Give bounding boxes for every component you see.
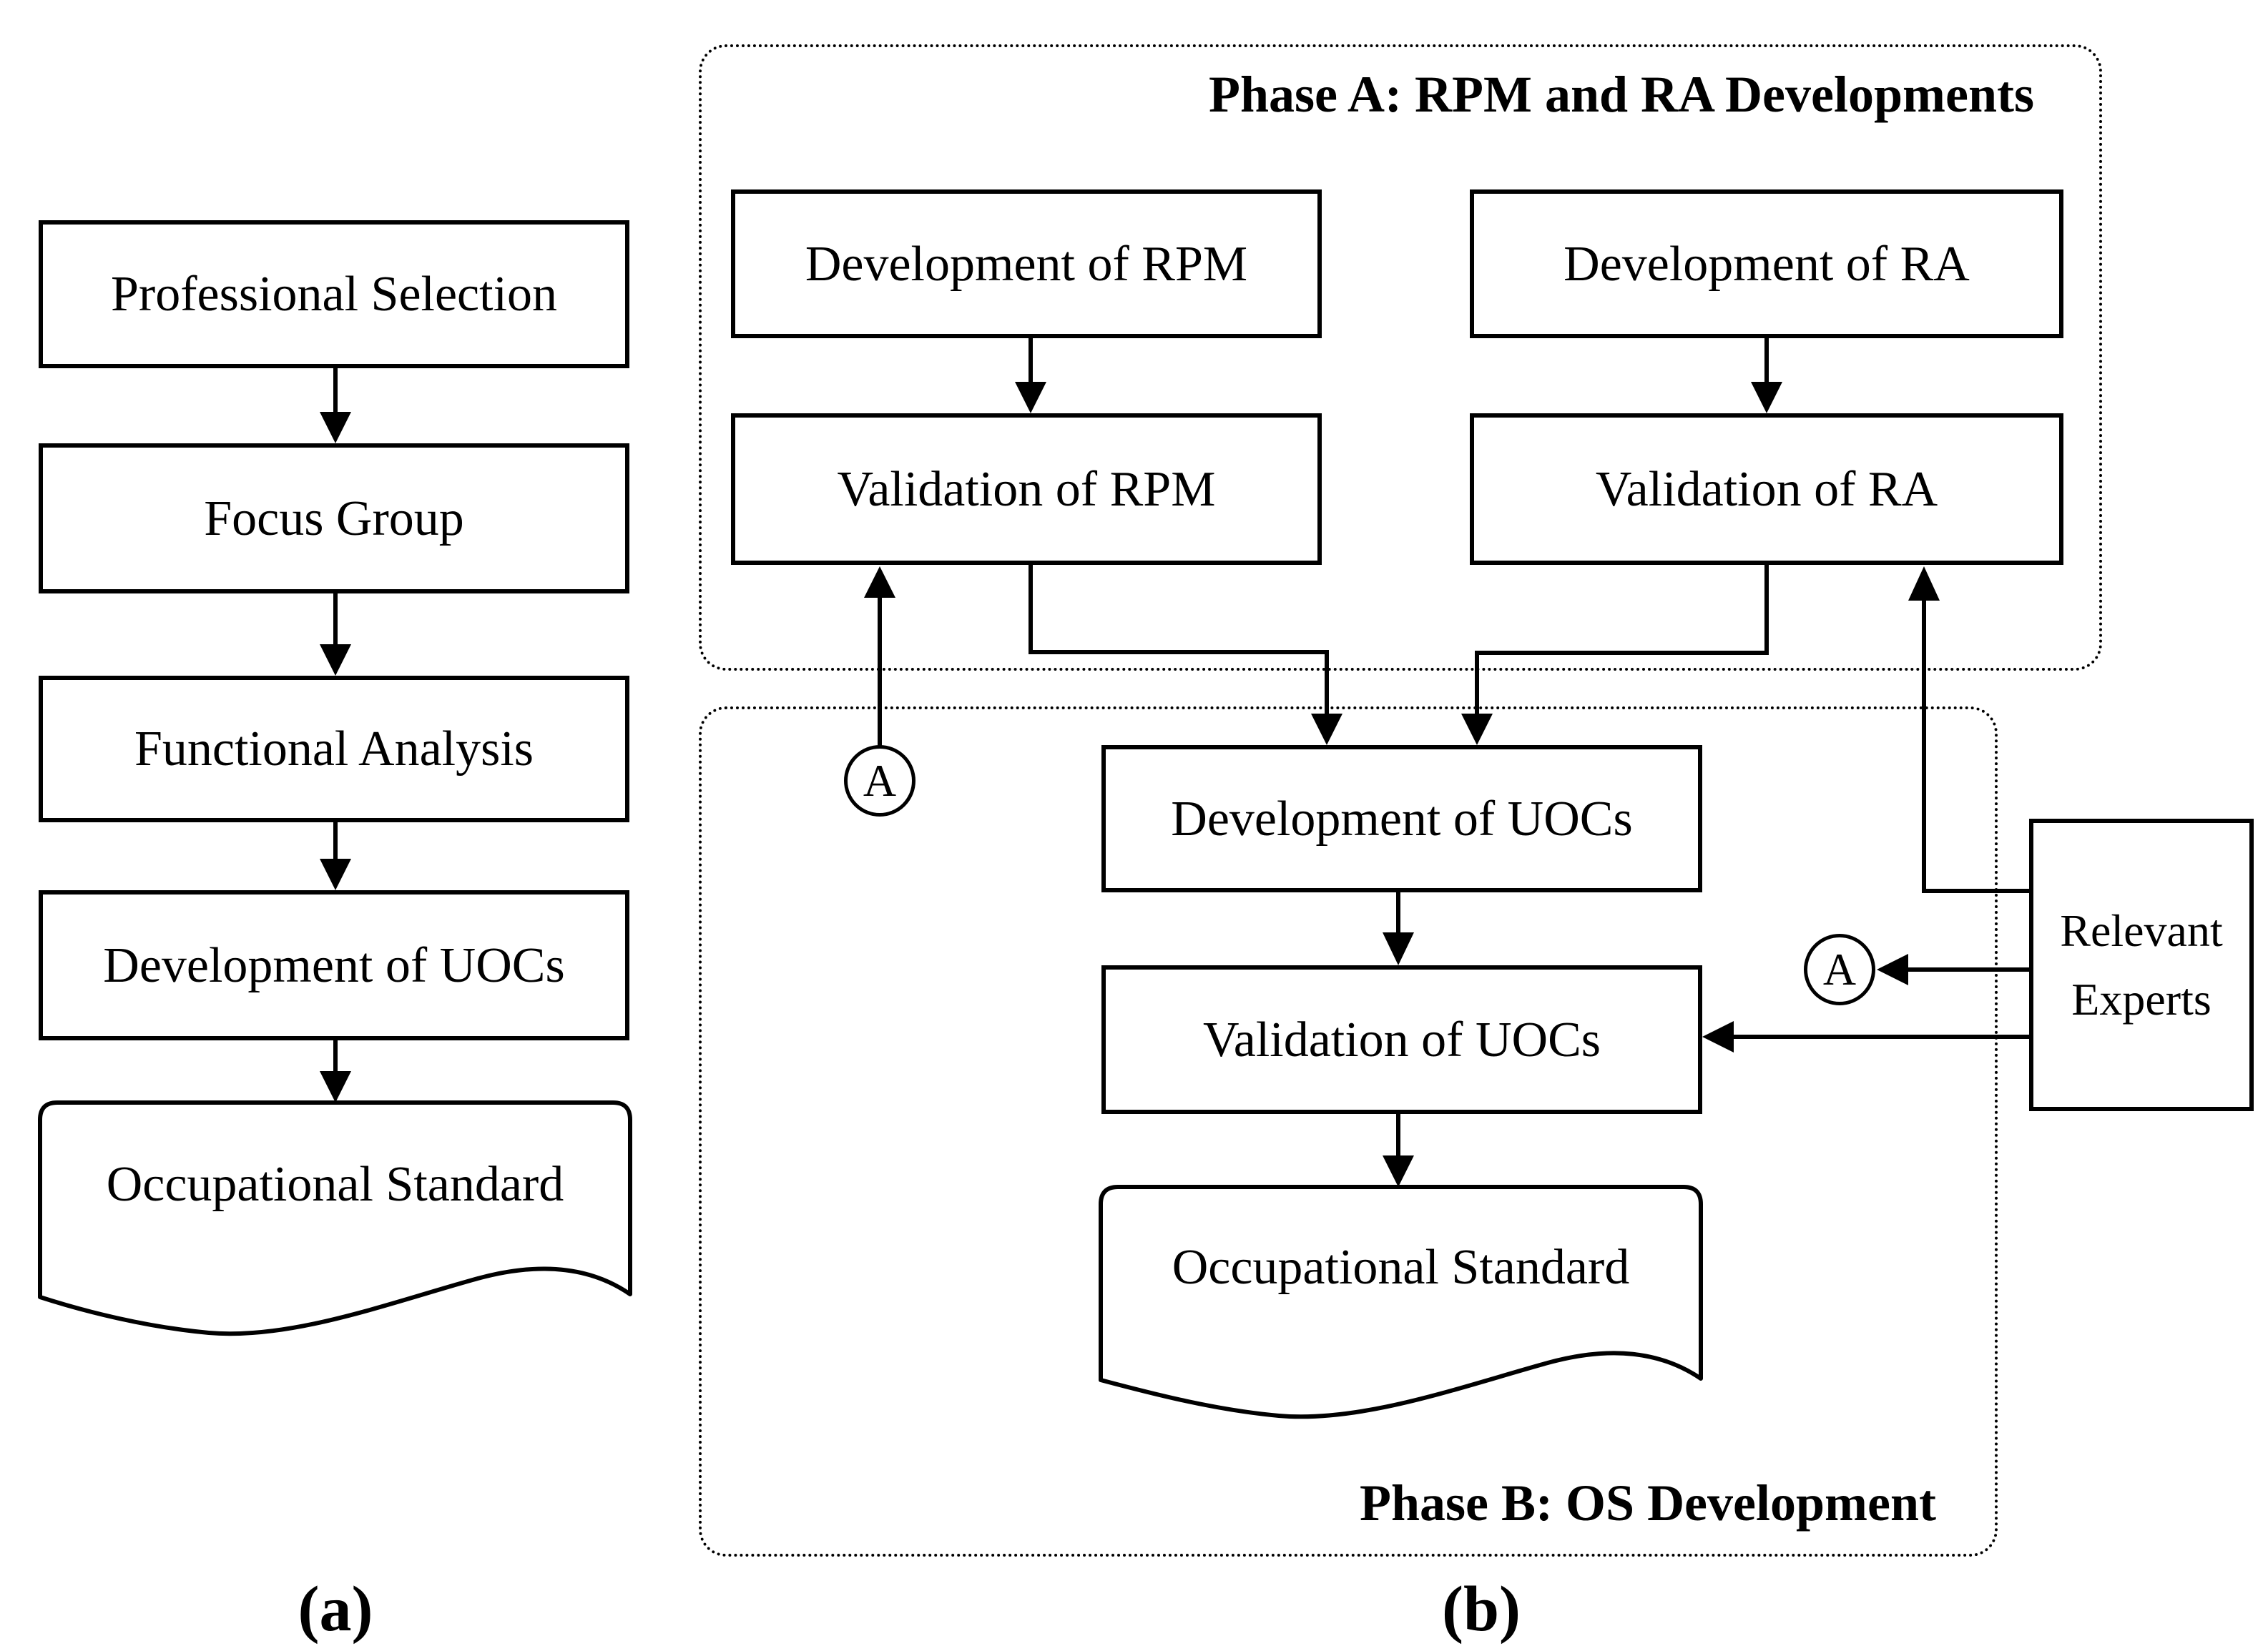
arrow-devrpm-to-valrpm — [1015, 338, 1046, 413]
box-label: Professional Selection — [110, 267, 558, 322]
box-professional-selection: Professional Selection — [39, 220, 629, 368]
box-label: Functional Analysis — [134, 721, 534, 777]
box-validation-of-rpm: Validation of RPM — [731, 413, 1322, 565]
connector-experts-to-valuocs — [1702, 1021, 2029, 1053]
arrow-devuocsb-to-valuocs — [1383, 892, 1414, 965]
arrow-devuocs-to-document-a — [320, 1040, 351, 1103]
arrow-focus-to-functional — [320, 593, 351, 676]
box-functional-analysis: Functional Analysis — [39, 676, 629, 822]
arrow-devra-to-valra — [1751, 338, 1782, 413]
box-label: Validation of UOCs — [1202, 1012, 1601, 1068]
box-label: Focus Group — [204, 491, 464, 546]
document-shape-a — [38, 1100, 632, 1336]
box-development-of-ra: Development of RA — [1470, 189, 2063, 338]
arrow-valuocs-to-document-b — [1383, 1114, 1414, 1187]
panel-b-caption: (b) — [1442, 1574, 1521, 1645]
box-label: Development of RA — [1563, 236, 1970, 292]
document-shape-b — [1099, 1185, 1703, 1419]
document-label-b: Occupational Standard — [1172, 1240, 1630, 1295]
box-validation-of-ra: Validation of RA — [1470, 413, 2063, 565]
box-label: Relevant Experts — [2060, 905, 2223, 1025]
box-label: Validation of RPM — [837, 461, 1216, 517]
box-validation-of-uocs: Validation of UOCs — [1101, 965, 1702, 1114]
connector-valra-to-devuocs — [1461, 563, 1769, 745]
connector-experts-to-circlea — [1877, 954, 2029, 985]
connector-experts-to-valra — [1908, 566, 2029, 893]
connector-circlea-to-valrpm — [864, 566, 895, 746]
box-development-of-uocs-a: Development of UOCs — [39, 890, 629, 1040]
arrow-professional-to-focus — [320, 368, 351, 443]
box-development-of-rpm: Development of RPM — [731, 189, 1322, 338]
connector-valrpm-to-devuocs — [1029, 563, 1342, 745]
box-label: Development of RPM — [805, 236, 1248, 292]
phase-a-title: Phase A: RPM and RA Developments — [1209, 66, 2034, 123]
connector-circle-a-left: A — [844, 745, 915, 817]
box-label: Development of UOCs — [103, 937, 565, 993]
box-label: Validation of RA — [1595, 461, 1938, 517]
phase-b-title: Phase B: OS Development — [1360, 1474, 1936, 1532]
arrow-functional-to-devuocs — [320, 822, 351, 890]
connector-circle-a-right: A — [1804, 934, 1875, 1005]
phase-a-container — [699, 44, 2102, 671]
box-development-of-uocs-b: Development of UOCs — [1101, 745, 1702, 892]
box-label: Development of UOCs — [1171, 791, 1633, 847]
panel-a-caption: (a) — [298, 1574, 373, 1645]
box-focus-group: Focus Group — [39, 443, 629, 593]
phase-b-container — [699, 706, 1998, 1557]
box-relevant-experts: Relevant Experts — [2029, 819, 2254, 1111]
document-label-a: Occupational Standard — [106, 1157, 564, 1212]
